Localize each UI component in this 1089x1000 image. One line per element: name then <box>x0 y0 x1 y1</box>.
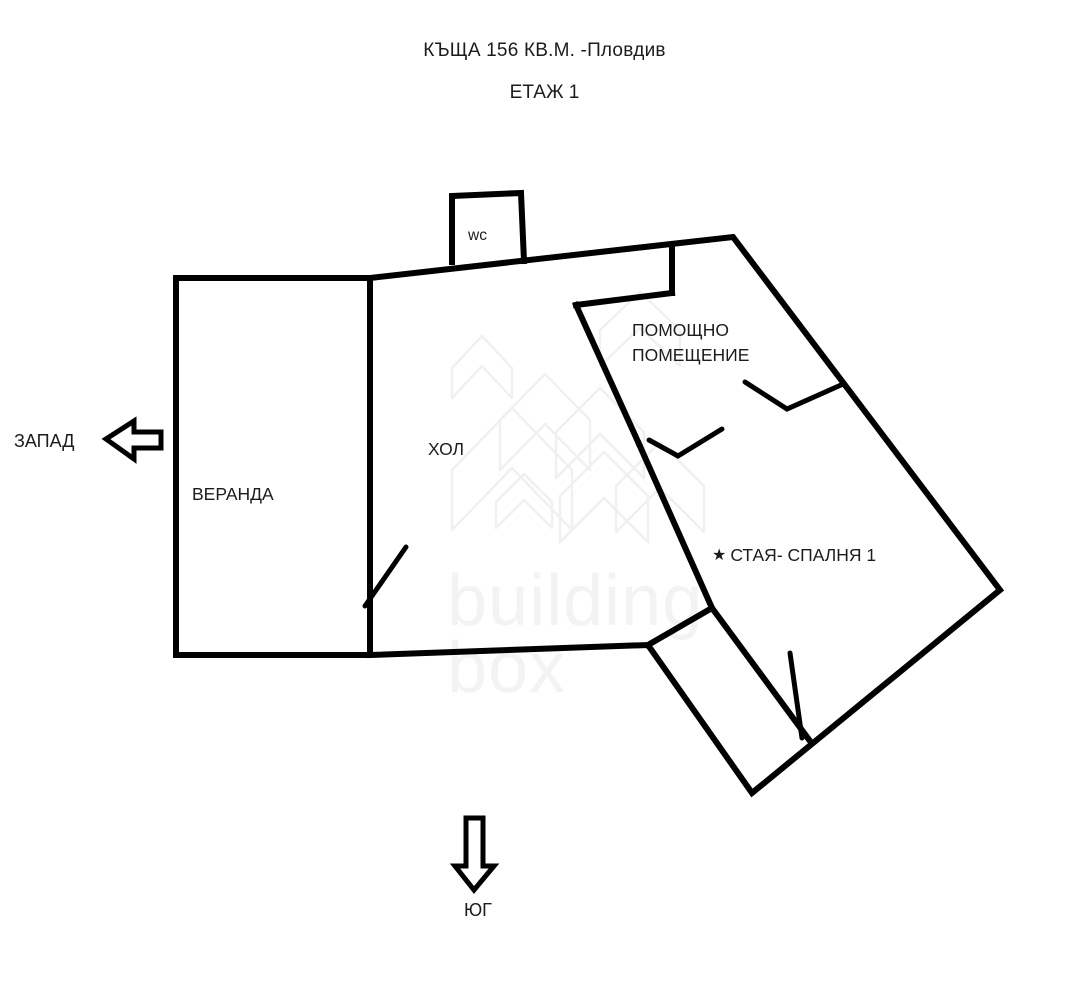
hall-door-leaf <box>362 544 409 609</box>
veranda-outline <box>173 275 373 658</box>
entry-wall <box>643 603 717 650</box>
bedroom-divider-wall <box>635 440 716 612</box>
entry-door-leaf <box>787 650 805 741</box>
west-arrow-icon <box>101 416 164 464</box>
utility-room-left-wall <box>572 301 643 448</box>
watermark-logo <box>450 290 706 544</box>
main-outline <box>366 233 1005 798</box>
watermark-line-1: building <box>447 561 703 641</box>
utility-door-leaf-north <box>742 379 844 412</box>
watermark-text: building box <box>447 561 703 708</box>
watermark-line-2: box <box>447 628 566 708</box>
wc-outline <box>449 189 528 265</box>
utility-room-top-wall <box>572 289 676 309</box>
utility-door-leaf-south <box>646 426 725 459</box>
entry-diagonal-wall <box>707 603 815 746</box>
south-arrow-icon <box>449 815 500 894</box>
